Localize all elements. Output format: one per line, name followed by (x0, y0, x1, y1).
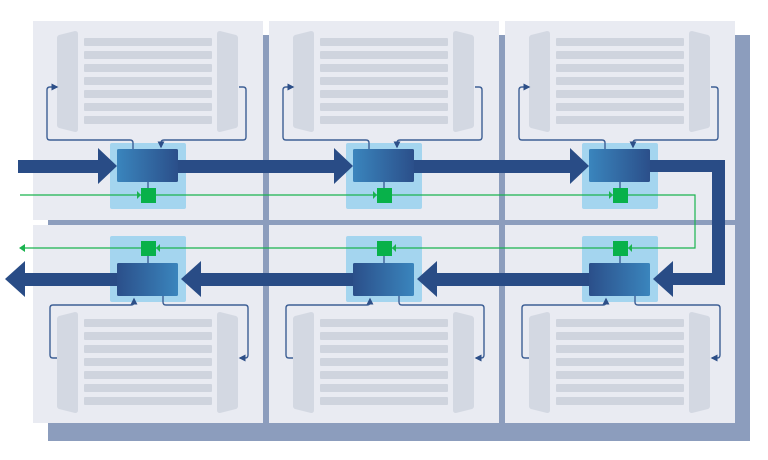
control-node-bottom-2[interactable] (377, 241, 392, 256)
heatsinks-bottom (57, 312, 710, 413)
heatsink-bracket-right (217, 31, 238, 132)
heatsinks-top (57, 31, 710, 132)
heatsink-top-1 (57, 31, 238, 132)
control-line (20, 194, 696, 249)
control-line-arrows (19, 191, 632, 252)
module-bottom-1[interactable] (117, 263, 178, 296)
module-bottom-3[interactable] (589, 263, 650, 296)
heatsink-bottom-3 (529, 312, 710, 413)
control-node-top-2[interactable] (377, 188, 392, 203)
control-node-bottom-1[interactable] (141, 241, 156, 256)
control-node-bottom-3[interactable] (613, 241, 628, 256)
heatsink-bracket-left (57, 31, 78, 132)
module-top-1[interactable] (117, 149, 178, 182)
thin-loops-top (46, 83, 719, 149)
heatsink-fins (84, 38, 212, 124)
module-top-2[interactable] (353, 149, 414, 182)
thin-loops-bottom (49, 296, 721, 362)
control-node-stems (147, 182, 621, 263)
control-node-top-3[interactable] (613, 188, 628, 203)
module-bottom-2[interactable] (353, 263, 414, 296)
heatsink-bottom-1 (57, 312, 238, 413)
module-top-3[interactable] (589, 149, 650, 182)
control-node-top-1[interactable] (141, 188, 156, 203)
heatsink-bottom-2 (293, 312, 474, 413)
main-flow (5, 148, 725, 297)
heatsink-top-3 (529, 31, 710, 132)
control-nodes (141, 188, 628, 256)
modules (117, 149, 650, 296)
heatsink-top-2 (293, 31, 474, 132)
